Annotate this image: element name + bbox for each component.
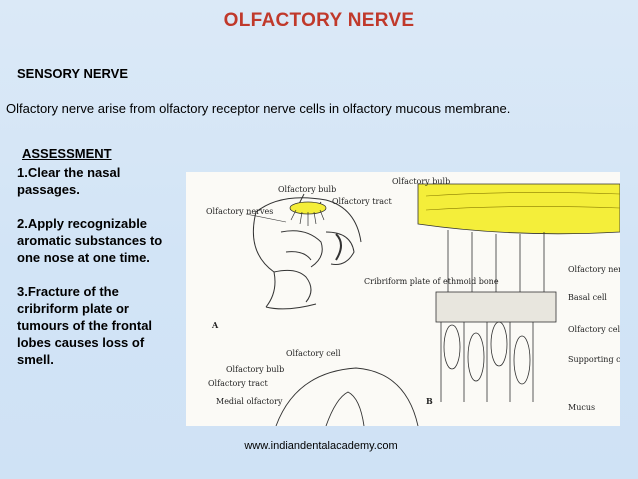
label-basal-cell: Basal cell — [568, 293, 607, 302]
label-supporting-cell: Supporting cell — [568, 355, 620, 364]
label-olfactory-bulb-bottom: Olfactory bulb — [226, 365, 284, 374]
olfactory-bulb-a — [289, 201, 327, 226]
label-panel-b: B — [426, 396, 433, 406]
label-mucus: Mucus — [568, 403, 595, 412]
intro-text: Olfactory nerve arise from olfactory rec… — [6, 101, 511, 116]
leader-nerves — [245, 213, 287, 223]
label-olfactory-tract-a: Olfactory tract — [332, 197, 393, 206]
label-olfactory-nerve: Olfactory nerve — [568, 265, 620, 274]
assessment-steps: 1.Clear the nasal passages. 2.Apply reco… — [17, 164, 182, 385]
slide-subtitle: SENSORY NERVE — [17, 66, 129, 81]
brain-base-drawing — [275, 367, 419, 426]
label-olfactory-nerves: Olfactory nerves — [206, 207, 273, 216]
step-2: 2.Apply recognizable aromatic substances… — [17, 216, 163, 265]
assessment-heading: ASSESSMENT — [22, 146, 112, 161]
label-panel-a: A — [211, 320, 219, 330]
label-olfactory-cell-right: Olfactory cell — [568, 325, 620, 334]
olfactory-anatomy-figure: Olfactory bulb Olfactory tract Olfactory… — [186, 172, 620, 426]
label-cribriform: Cribriform plate of ethmoid bone — [364, 277, 499, 286]
label-olfactory-bulb-b: Olfactory bulb — [392, 177, 450, 186]
slide-title: OLFACTORY NERVE — [223, 10, 415, 31]
label-olfactory-cell-bottom: Olfactory cell — [286, 349, 341, 358]
epithelium-columns — [435, 230, 557, 402]
footer-url-text: www.indiandentalacademy.com — [244, 440, 398, 452]
step-1: 1.Clear the nasal passages. — [17, 165, 121, 197]
label-olfactory-bulb-a: Olfactory bulb — [278, 185, 336, 194]
label-medial-olfactory: Medial olfactory — [216, 397, 283, 406]
footer-url: www.indiandentalacademy.com — [0, 440, 638, 452]
step-3: 3.Fracture of the cribriform plate or tu… — [17, 284, 153, 367]
label-olfactory-tract-bottom: Olfactory tract — [208, 379, 269, 388]
panel-a-drawing — [252, 193, 362, 310]
olfactory-bulb-b — [417, 183, 620, 235]
anatomy-illustration: Olfactory bulb Olfactory tract Olfactory… — [206, 177, 620, 426]
